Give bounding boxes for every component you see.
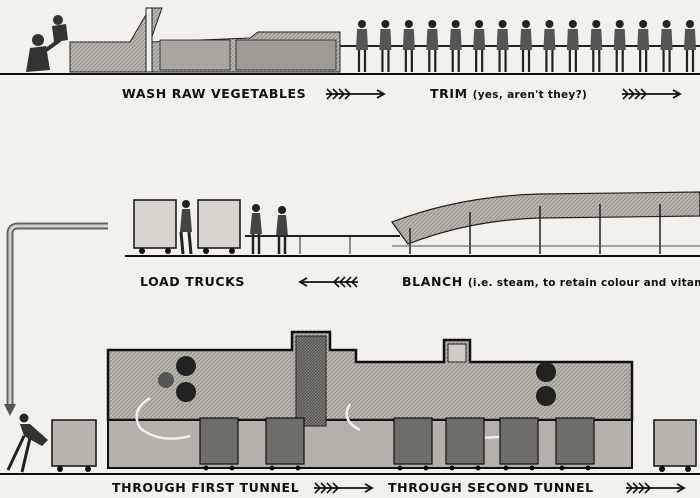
- label-trim: TRIM (yes, aren't they?): [430, 86, 587, 101]
- freezing-tunnels: [0, 330, 700, 475]
- truck-entering: [51, 419, 97, 467]
- fan-right: [536, 362, 556, 406]
- worker-figure-wash: [26, 15, 68, 72]
- trim-worker-figure: [684, 20, 696, 72]
- truck-2: [197, 199, 241, 249]
- trim-worker-figure: [473, 20, 486, 72]
- trim-worker-figure: [637, 20, 650, 72]
- trim-worker-figure: [356, 20, 368, 72]
- trim-worker-figure: [613, 20, 626, 72]
- trim-worker-figure: [566, 20, 579, 72]
- trim-worker-figure: [660, 20, 673, 72]
- label-wash-raw-vegetables: WASH RAW VEGETABLES: [122, 86, 307, 101]
- trim-worker-figure: [496, 20, 509, 72]
- trim-worker-figure: [449, 20, 462, 72]
- trim-worker-figure: [402, 20, 415, 72]
- arrow-tunnel1-to-tunnel2: [314, 482, 374, 494]
- label-trim-note: (yes, aren't they?): [472, 89, 588, 101]
- label-blanch-note: (i.e. steam, to retain colour and vitam: [467, 277, 700, 289]
- arrow-blanch-to-load: [298, 276, 358, 288]
- label-trim-main: TRIM: [430, 86, 468, 101]
- label-first-tunnel: THROUGH FIRST TUNNEL: [112, 480, 300, 495]
- fan-left: [158, 356, 196, 402]
- worker-figures-load: [179, 200, 288, 255]
- truck-exiting: [653, 419, 697, 467]
- trim-worker-figure: [426, 20, 439, 72]
- trim-workers-row: [356, 20, 696, 72]
- trim-worker-figure: [543, 20, 556, 72]
- trim-worker-figure: [520, 20, 532, 72]
- label-blanch: BLANCH (i.e. steam, to retain colour and…: [402, 274, 700, 289]
- arrow-trim-onward: [622, 88, 682, 100]
- arrow-wash-to-trim: [326, 88, 386, 100]
- label-blanch-main: BLANCH: [402, 274, 463, 289]
- arrow-tunnel2-onward: [626, 482, 686, 494]
- truck-1: [133, 199, 177, 249]
- blanch-section: [4, 191, 700, 416]
- label-second-tunnel: THROUGH SECOND TUNNEL: [388, 480, 594, 495]
- trim-worker-figure: [590, 20, 603, 72]
- trim-worker-figure: [379, 20, 392, 72]
- worker-figure-pushing: [6, 413, 48, 473]
- label-load-trucks: LOAD TRUCKS: [140, 274, 245, 289]
